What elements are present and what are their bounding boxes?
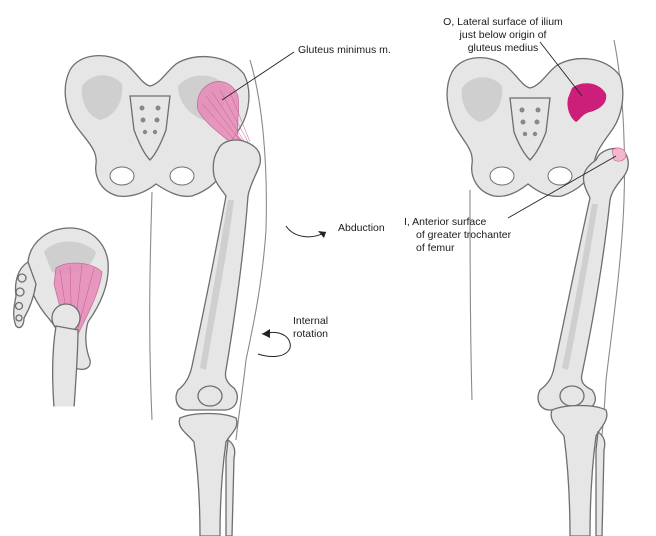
internal-rotation-label: Internal rotation [293,315,328,341]
abduction-arrow [285,225,327,238]
muscle-leader-line [221,51,295,101]
inset-femur-shaft [52,325,79,409]
right-tibia [550,404,608,536]
origin-label: O, Lateral surface of ilium just below o… [428,16,578,55]
insertion-label-line-2: of greater trochanter [416,229,512,241]
left-anterior-view [64,54,267,536]
origin-label-line-3: gluteus medius [467,42,539,54]
insertion-label-line-1: I, Anterior surface [404,216,487,228]
origin-area [567,83,607,122]
insertion-leader-line [507,155,617,219]
left-patella [197,385,223,407]
right-anterior-view [446,39,629,536]
origin-label-line-1: O, Lateral surface of ilium [443,16,563,28]
rotation-label-line-1: Internal [293,315,329,327]
right-skin-outline [469,39,626,481]
left-skin-outline [149,59,267,441]
internal-rotation-arrow [257,329,291,357]
left-sacrum [129,95,171,161]
muscle-name-label: Gluteus minimus m. [298,44,391,56]
inset-lateral-view [13,227,109,410]
origin-label-line-2: just below origin of [459,29,547,41]
rotation-label-line-2: rotation [293,328,329,340]
abduction-label: Abduction [338,222,385,234]
right-patella [559,385,585,407]
insertion-label-line-3: of femur [416,242,455,254]
right-sacrum [509,97,551,161]
origin-leader-line [539,41,583,97]
insertion-label: I, Anterior surface of greater trochante… [404,216,511,255]
right-fibula [595,430,606,536]
left-fibula [225,438,236,536]
insertion-area [611,147,627,162]
left-tibia [178,412,238,536]
